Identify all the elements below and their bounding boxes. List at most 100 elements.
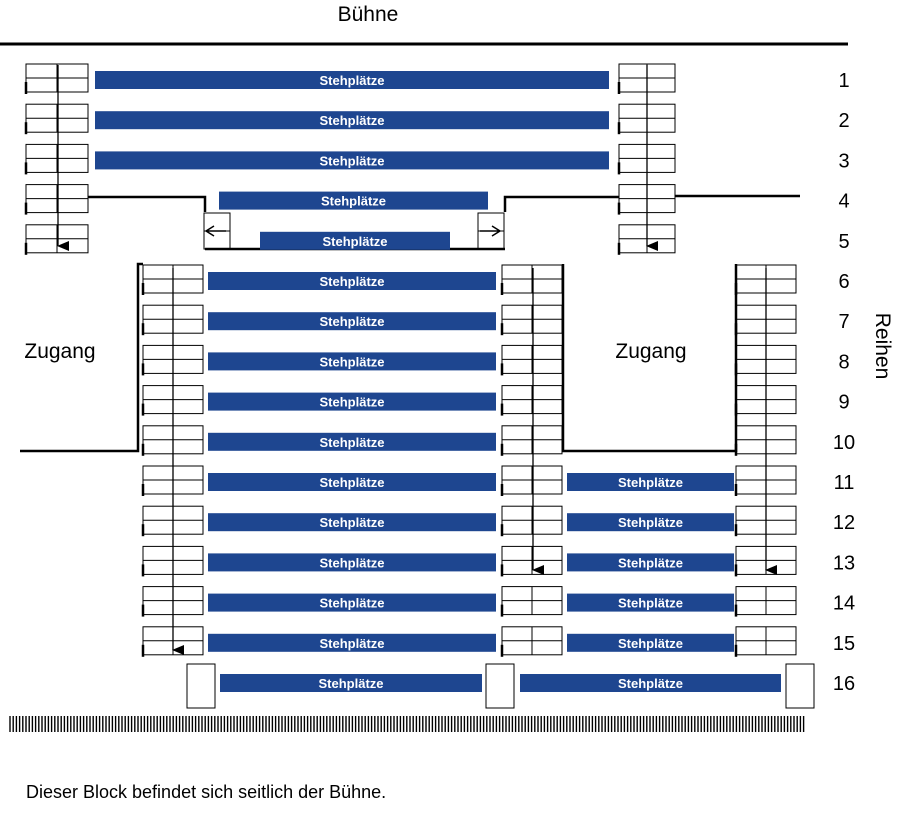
seats-aisle-c-row-15 bbox=[734, 626, 797, 657]
row-number-2: 2 bbox=[838, 110, 849, 132]
standing-row-9-center: Stehplätze bbox=[208, 392, 496, 411]
row-number-8: 8 bbox=[838, 351, 849, 373]
seats-aisle-b-row-12 bbox=[500, 505, 563, 537]
standing-area-bar bbox=[95, 151, 609, 170]
standing-row-11-right: Stehplätze bbox=[567, 473, 734, 491]
row-number-14: 14 bbox=[833, 593, 855, 615]
seats-left-row-3 bbox=[24, 143, 89, 175]
seats-aisle-b-row-8 bbox=[500, 344, 563, 376]
standing-row-14-center: Stehplätze bbox=[208, 593, 496, 612]
standing-label: Stehplätze bbox=[618, 515, 683, 530]
standing-label: Stehplätze bbox=[321, 194, 386, 209]
row-number-16: 16 bbox=[833, 673, 855, 695]
standing-area-bar bbox=[208, 312, 496, 331]
seats-left-row-4 bbox=[24, 184, 89, 215]
row-number-10: 10 bbox=[833, 432, 855, 454]
standing-row-13-right: Stehplätze bbox=[567, 553, 734, 572]
standing-label: Stehplätze bbox=[618, 475, 683, 490]
standing-area-bar bbox=[567, 633, 734, 652]
standing-row-6-center: Stehplätze bbox=[208, 272, 496, 290]
row-number-5: 5 bbox=[838, 231, 849, 253]
standing-row-14-right: Stehplätze bbox=[567, 593, 734, 612]
standing-row-12-right: Stehplätze bbox=[567, 513, 734, 532]
standing-area-bar bbox=[219, 191, 488, 210]
seats-left-row-5 bbox=[24, 224, 89, 255]
standing-row-5: Stehplätze bbox=[260, 231, 450, 250]
standing-area-bar bbox=[208, 593, 496, 612]
pillar-center-row-16 bbox=[485, 663, 515, 709]
barrier bbox=[9, 716, 805, 732]
rows-axis-label: Reihen bbox=[871, 313, 894, 380]
seats-aisle-b-row-13 bbox=[500, 545, 563, 577]
seats-aisle-b-row-11 bbox=[500, 465, 563, 496]
standing-area-bar bbox=[208, 473, 496, 491]
standing-row-16-right: Stehplätze bbox=[520, 674, 781, 692]
standing-label: Stehplätze bbox=[319, 395, 384, 410]
row-number-11: 11 bbox=[834, 472, 855, 494]
standing-area-bar bbox=[220, 674, 482, 692]
standing-area-bar bbox=[208, 272, 496, 290]
standing-row-7-center: Stehplätze bbox=[208, 312, 496, 331]
standing-label: Stehplätze bbox=[618, 676, 683, 691]
standing-area-bar bbox=[260, 231, 450, 250]
standing-label: Stehplätze bbox=[319, 555, 384, 570]
entrance-label-left: Zugang bbox=[24, 340, 95, 363]
standing-row-11-center: Stehplätze bbox=[208, 473, 496, 491]
side-arrow-left bbox=[205, 225, 226, 237]
seats-left-row-1 bbox=[24, 63, 89, 94]
standing-label: Stehplätze bbox=[319, 153, 384, 168]
standing-label: Stehplätze bbox=[319, 113, 384, 128]
entrance-label-right: Zugang bbox=[615, 340, 686, 363]
standing-label: Stehplätze bbox=[322, 234, 387, 249]
standing-label: Stehplätze bbox=[319, 596, 384, 611]
standing-row-2: Stehplätze bbox=[95, 111, 609, 130]
standing-area-bar bbox=[520, 674, 781, 692]
standing-label: Stehplätze bbox=[618, 555, 683, 570]
row-number-13: 13 bbox=[833, 552, 855, 574]
standing-area-bar bbox=[208, 553, 496, 572]
standing-label: Stehplätze bbox=[319, 636, 384, 651]
standing-label: Stehplätze bbox=[319, 435, 384, 450]
standing-label: Stehplätze bbox=[319, 354, 384, 369]
seats-aisle-b-row-14 bbox=[500, 586, 563, 617]
row-number-1: 1 bbox=[838, 70, 849, 92]
standing-label: Stehplätze bbox=[319, 73, 384, 88]
footnote: Dieser Block befindet sich seitlich der … bbox=[26, 782, 387, 802]
standing-row-13-center: Stehplätze bbox=[208, 553, 496, 572]
seats-left-row-2 bbox=[24, 103, 89, 135]
side-arrow-right bbox=[480, 225, 501, 237]
standing-area-bar bbox=[208, 352, 496, 371]
seats-aisle-b-row-6 bbox=[500, 264, 563, 295]
standing-area-bar bbox=[567, 473, 734, 491]
row-number-6: 6 bbox=[838, 271, 849, 293]
pillar-left-row-16 bbox=[186, 663, 216, 709]
standing-area-bar bbox=[567, 513, 734, 532]
standing-row-12-center: Stehplätze bbox=[208, 513, 496, 532]
boundary-left-entrance bbox=[20, 262, 143, 453]
pillar-right-row-16 bbox=[785, 663, 815, 709]
standing-row-3: Stehplätze bbox=[95, 151, 609, 170]
standing-area-bar bbox=[208, 392, 496, 411]
standing-area-bar bbox=[95, 111, 609, 130]
row-number-4: 4 bbox=[838, 191, 849, 213]
standing-row-4: Stehplätze bbox=[219, 191, 488, 210]
standing-area-bar bbox=[95, 71, 609, 89]
row-number-9: 9 bbox=[838, 392, 849, 414]
standing-label: Stehplätze bbox=[318, 676, 383, 691]
standing-label: Stehplätze bbox=[319, 475, 384, 490]
row-number-15: 15 bbox=[833, 633, 855, 655]
standing-area-bar bbox=[567, 593, 734, 612]
seats-aisle-b-row-15 bbox=[500, 626, 563, 657]
seats-aisle-b-row-7 bbox=[500, 304, 563, 336]
standing-label: Stehplätze bbox=[618, 596, 683, 611]
standing-label: Stehplätze bbox=[618, 636, 683, 651]
standing-row-16-center: Stehplätze bbox=[220, 674, 482, 692]
standing-row-8-center: Stehplätze bbox=[208, 352, 496, 371]
row-number-12: 12 bbox=[833, 512, 855, 534]
boundary-row4-right bbox=[503, 195, 619, 212]
seats-aisle-b-row-10 bbox=[500, 425, 563, 456]
standing-row-1: Stehplätze bbox=[95, 71, 609, 89]
row-number-7: 7 bbox=[838, 311, 849, 333]
standing-area-bar bbox=[208, 513, 496, 532]
